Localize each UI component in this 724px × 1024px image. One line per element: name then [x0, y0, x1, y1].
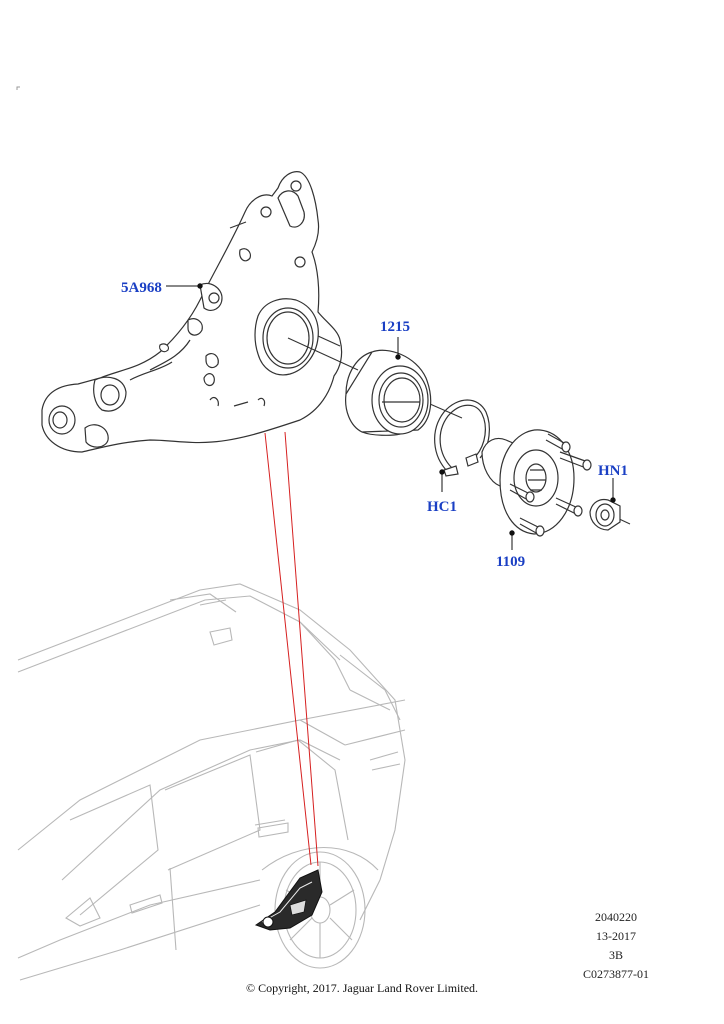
rear-knuckle-drawing [41, 171, 343, 453]
corner-mark [16, 86, 20, 90]
location-leader-lines [264, 431, 319, 867]
hub-nut-drawing [589, 498, 621, 531]
wheel-hub-drawing [481, 429, 592, 537]
vehicle-outline [17, 583, 406, 981]
label-wheel-hub[interactable]: 1109 [496, 554, 525, 570]
label-hub-nut[interactable]: HN1 [598, 463, 628, 479]
reference-id: C0273877-01 [583, 967, 649, 981]
label-wheel-bearing[interactable]: 1215 [380, 319, 410, 335]
wheel-bearing-drawing [345, 349, 432, 436]
drawing-reference-block: 2040220 13-2017 3B C0273877-01 [574, 908, 658, 984]
label-circlip[interactable]: HC1 [427, 499, 457, 515]
knuckle-location-highlight [254, 869, 323, 931]
reference-code: 2040220 [595, 910, 637, 924]
label-knuckle[interactable]: 5A968 [121, 280, 162, 296]
reference-date: 13-2017 [596, 929, 636, 943]
callout-leaders [166, 283, 616, 550]
reference-sheet: 3B [608, 948, 623, 962]
circlip-drawing [434, 399, 490, 477]
copyright-notice: © Copyright, 2017. Jaguar Land Rover Lim… [245, 981, 479, 995]
